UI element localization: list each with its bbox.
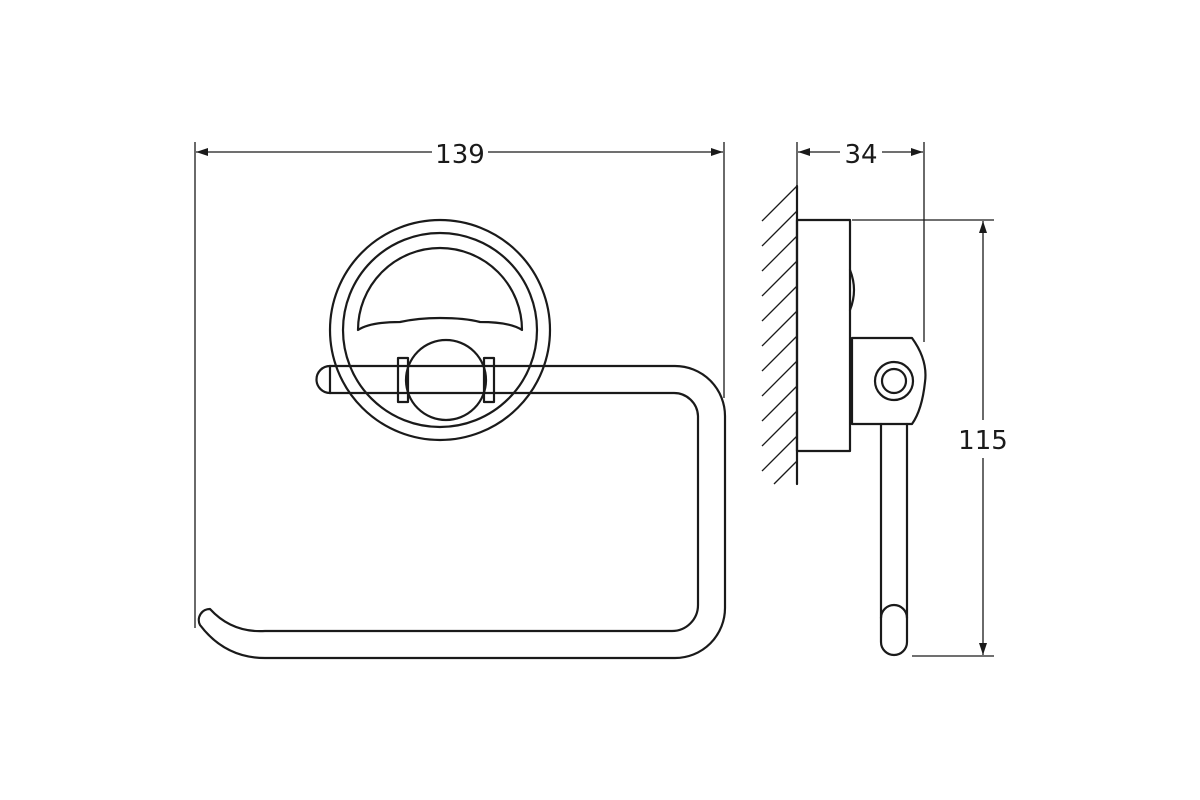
rosette-cutout bbox=[356, 246, 524, 332]
wall-rosette bbox=[328, 218, 552, 442]
depth-dimension-label: 34 bbox=[844, 140, 877, 170]
height-dimension-label: 115 bbox=[958, 426, 1008, 456]
mount-plate-rim bbox=[848, 268, 856, 312]
side-arm bbox=[879, 422, 909, 657]
width-dimension: 139 bbox=[194, 140, 725, 628]
arm-outline bbox=[197, 364, 727, 660]
side-hub-block bbox=[850, 336, 927, 426]
hub-collar-right bbox=[482, 356, 496, 404]
hub-collar-left bbox=[396, 356, 410, 404]
side-view: 34 bbox=[761, 140, 1012, 657]
side-hub-ring-outer bbox=[873, 360, 915, 402]
width-dimension-label: 139 bbox=[435, 140, 485, 170]
rosette-inner-ring bbox=[341, 231, 539, 429]
central-hub bbox=[396, 338, 496, 422]
mount-plate-body bbox=[795, 218, 852, 453]
side-hub-ring-inner bbox=[880, 367, 908, 395]
arm-rounded-end bbox=[315, 364, 332, 395]
side-arm-outline bbox=[879, 422, 909, 657]
side-arm-tip bbox=[879, 603, 909, 620]
wall-hatching bbox=[761, 185, 798, 485]
depth-dimension: 34 bbox=[796, 140, 925, 342]
side-mount-plate bbox=[795, 218, 856, 453]
holder-arm bbox=[197, 364, 727, 660]
height-label-background bbox=[952, 422, 1012, 456]
height-dimension: 115 bbox=[852, 219, 1012, 657]
side-hub bbox=[850, 336, 927, 426]
rosette-outer-ring bbox=[328, 218, 552, 442]
front-view: 139 bbox=[194, 140, 727, 660]
wall bbox=[761, 184, 799, 486]
hub-knob bbox=[404, 338, 488, 422]
